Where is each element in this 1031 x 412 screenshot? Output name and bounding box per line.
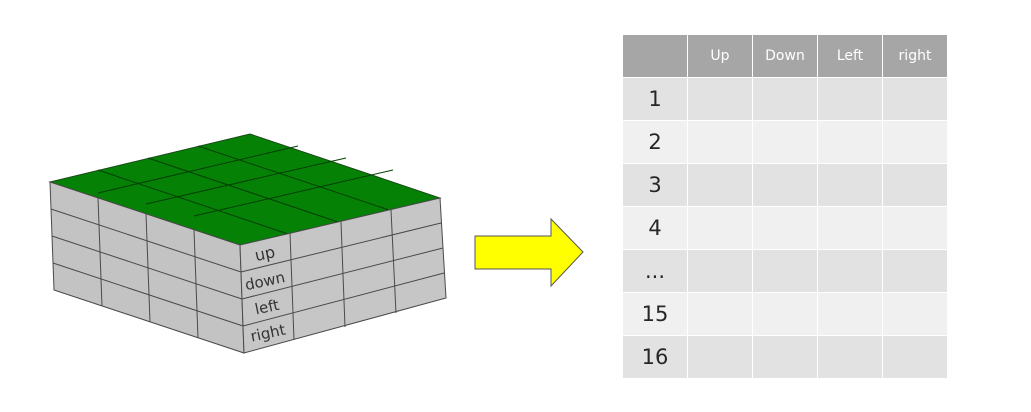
layered-block-diagram: up down left right — [48, 133, 584, 354]
table-cell — [882, 335, 948, 379]
row-number: ... — [622, 249, 688, 293]
table-cell — [817, 120, 883, 164]
table-cell — [752, 335, 818, 379]
table-cell — [817, 206, 883, 250]
table-cell — [687, 120, 753, 164]
table-cell — [687, 292, 753, 336]
row-number: 4 — [622, 206, 688, 250]
table-cell — [882, 249, 948, 293]
table-cell — [882, 292, 948, 336]
table-row: 16 — [622, 335, 948, 379]
table-cell — [817, 77, 883, 121]
table-header-row: Up Down Left right — [622, 34, 948, 78]
face-label-up: up — [253, 242, 277, 265]
block-front-face — [239, 197, 447, 354]
right-arrow-icon — [474, 217, 584, 288]
table-row: 1 — [622, 77, 948, 121]
header-cell-right: right — [882, 34, 948, 78]
table-cell — [882, 163, 948, 207]
header-cell-up: Up — [687, 34, 753, 78]
table-cell — [817, 292, 883, 336]
table-row: 15 — [622, 292, 948, 336]
table-cell — [752, 292, 818, 336]
table-cell — [752, 249, 818, 293]
header-cell-down: Down — [752, 34, 818, 78]
row-number: 16 — [622, 335, 688, 379]
header-cell-corner — [622, 34, 688, 78]
table-cell — [752, 120, 818, 164]
table-cell — [687, 249, 753, 293]
table-cell — [752, 206, 818, 250]
table-cell — [817, 249, 883, 293]
table-cell — [687, 206, 753, 250]
results-table: Up Down Left right 1 2 3 4 ... — [622, 34, 948, 379]
face-label-left: left — [253, 296, 281, 319]
table-row: 4 — [622, 206, 948, 250]
header-cell-left: Left — [817, 34, 883, 78]
table-row: 2 — [622, 120, 948, 164]
block-top-face — [48, 133, 442, 246]
table-row: ... — [622, 249, 948, 293]
row-number: 15 — [622, 292, 688, 336]
table-cell — [687, 335, 753, 379]
block-left-face — [49, 181, 245, 354]
row-number: 1 — [622, 77, 688, 121]
table-cell — [882, 77, 948, 121]
table-cell — [687, 163, 753, 207]
table-row: 3 — [622, 163, 948, 207]
table-cell — [752, 163, 818, 207]
table-cell — [687, 77, 753, 121]
table-cell — [882, 120, 948, 164]
table-cell — [817, 163, 883, 207]
row-number: 3 — [622, 163, 688, 207]
table-cell — [882, 206, 948, 250]
row-number: 2 — [622, 120, 688, 164]
table-cell — [817, 335, 883, 379]
table-cell — [752, 77, 818, 121]
